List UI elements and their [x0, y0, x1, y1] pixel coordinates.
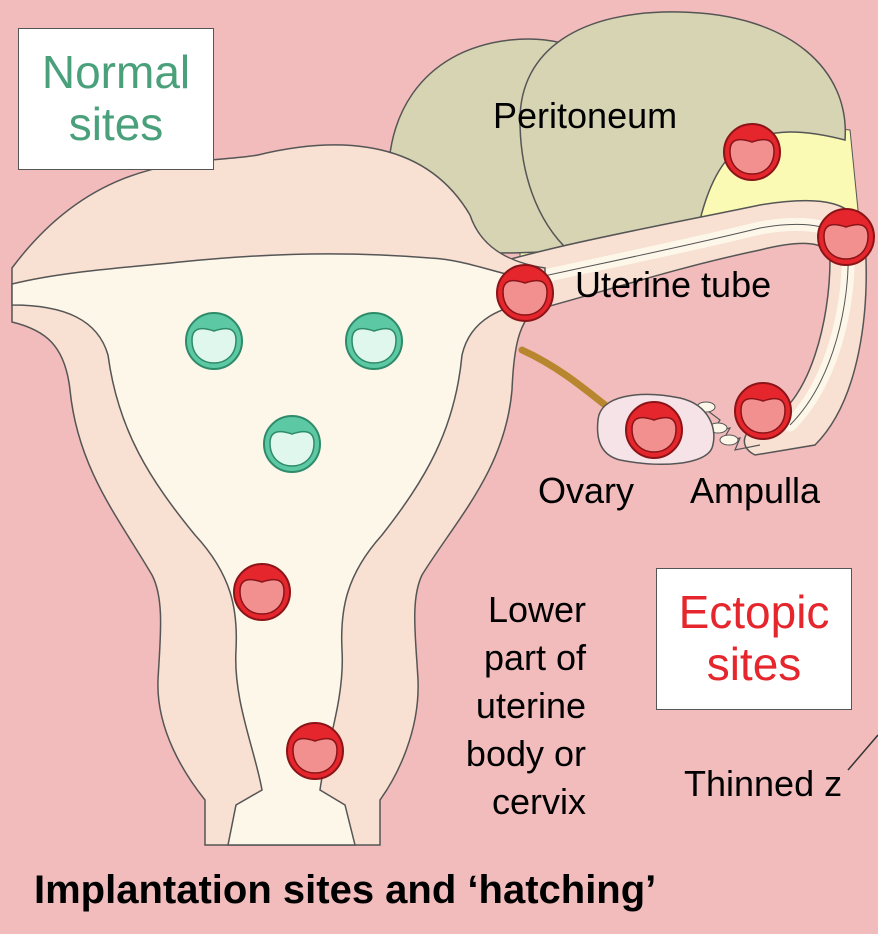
normal-site-3 — [263, 415, 321, 473]
ectopic-site-cervix — [286, 722, 344, 780]
normal-sites — [185, 312, 403, 473]
uterine-tube-outer — [429, 199, 867, 456]
uterus-cavity — [11, 253, 546, 846]
ampulla-label: Ampulla — [690, 470, 821, 511]
ectopic-site-ampulla — [734, 382, 792, 440]
ectopic-site-uterine-tube — [496, 264, 554, 322]
thinned-zona-label: Thinned z — [684, 763, 843, 804]
ectopic-sites-box: Ectopic sites — [656, 568, 852, 710]
lower-uterus-cervix-label: Lower part of uterine body or cervix — [430, 586, 586, 825]
normal-site-2 — [345, 312, 403, 370]
ovarian-ligament — [518, 346, 609, 409]
lower-label-line: part of — [483, 636, 586, 678]
fimbria-2 — [719, 434, 739, 446]
thinned-leader-line — [847, 734, 878, 771]
ectopic-site-peritoneum — [723, 123, 781, 181]
ovary-label: Ovary — [538, 470, 635, 511]
ectopic-site-tube-end — [817, 208, 875, 266]
ectopic-heading-line2: sites — [706, 638, 802, 690]
ectopic-site-lower-uterus — [233, 563, 291, 621]
peritoneum-label: Peritoneum — [493, 95, 678, 136]
normal-sites-box: Normal sites — [18, 28, 214, 170]
ectopic-site-ovary — [625, 401, 683, 459]
uterine-tube-label: Uterine tube — [575, 264, 772, 305]
peritoneum-lobe-right — [519, 11, 846, 253]
lower-label-line: body or — [465, 732, 586, 774]
lower-label-line: cervix — [491, 780, 586, 822]
ectopic-heading-line1: Ectopic — [678, 586, 830, 639]
normal-sites-heading: Normal sites — [41, 46, 191, 151]
tube-lumen-edge — [439, 223, 849, 426]
ectopic-sites-heading: Ectopic sites — [678, 586, 830, 691]
lower-label-line: Lower — [487, 589, 586, 630]
uterus-shape — [11, 144, 546, 846]
page-title: Implantation sites and ‘hatching’ — [34, 868, 657, 912]
lower-label-line: uterine — [475, 684, 586, 726]
normal-heading-line1: Normal — [41, 46, 191, 99]
ectopic-sites — [233, 123, 875, 780]
normal-heading-line2: sites — [68, 98, 164, 150]
normal-site-1 — [185, 312, 243, 370]
